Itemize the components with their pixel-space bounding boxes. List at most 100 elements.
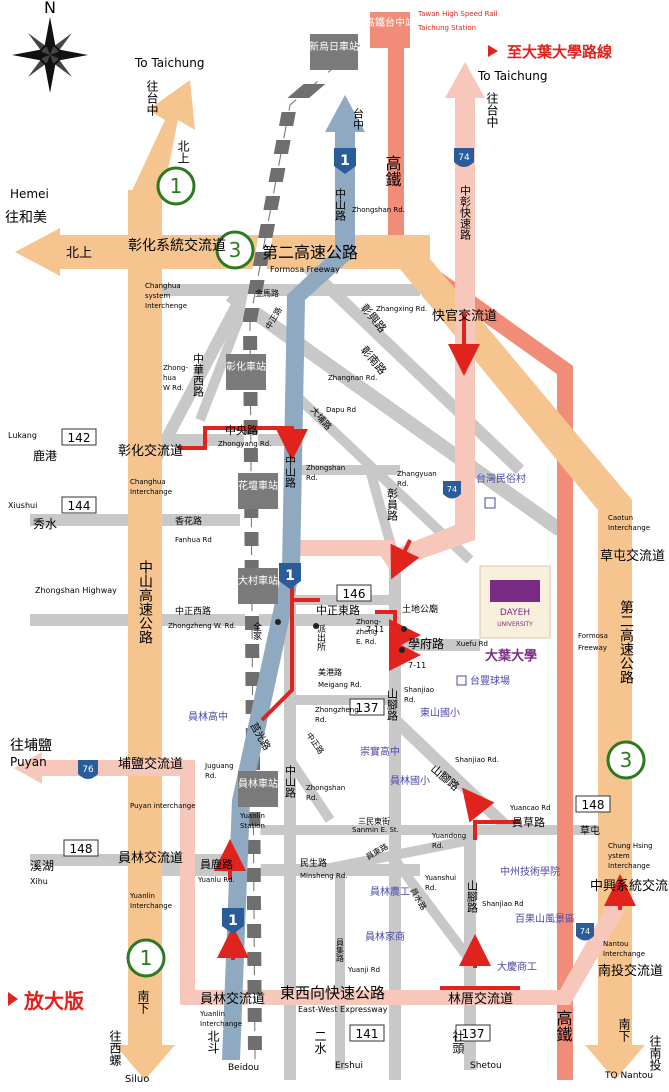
freeway-second: 第二高速公路 <box>262 243 358 262</box>
station-changhua: 彰化車站 <box>226 360 266 373</box>
railway <box>242 39 365 1061</box>
rt141-label: 141 <box>356 1027 379 1041</box>
pink-roads <box>14 62 625 1005</box>
road-zhangyuan-en1: Zhangyuan <box>397 470 437 478</box>
dir-xihu-zh: 溪湖 <box>30 858 54 873</box>
road-zhongzheng-w-en: Zhongzheng W. Rd. <box>168 622 236 630</box>
hw74-shield-top: 74 <box>454 148 474 167</box>
rt1-shield-top: 1 <box>334 148 356 174</box>
svg-text:1: 1 <box>140 946 153 970</box>
poi-dayeh-en1: DAYEH <box>500 608 530 618</box>
poi-dayeh-en2: UNIVERSITY <box>497 621 533 628</box>
poi-dot <box>313 623 319 629</box>
road-sanmin-zh: 三民東街 <box>358 816 390 826</box>
road-shanjiao-s-zh: 山腳路 <box>466 880 479 914</box>
station-boxes <box>226 34 358 807</box>
ic-changhua-sys-en1: Changhua <box>145 282 181 290</box>
ic-yuanlin: 員林交流道 <box>118 850 183 866</box>
formosa-en2: Freeway <box>578 644 607 652</box>
rt148-left-label: 148 <box>70 842 93 856</box>
rt137-bottom-label: 137 <box>462 1027 485 1041</box>
hw1-shield-top: 1 <box>156 166 196 206</box>
freeway-zhongshan <box>128 190 162 1020</box>
ic-zhongxing-en2: ystem <box>608 852 630 860</box>
road-zhongzheng-w-zh: 中正西路 <box>175 605 211 617</box>
ic-yuanlin-south-en1: Yuanlin <box>199 1010 225 1018</box>
road-yuanji-zh: 員集路 <box>336 938 345 962</box>
freeway-north-up: 北上 <box>176 140 190 164</box>
ic-zhongxing: 中興系統交流道 <box>590 878 669 894</box>
dir-shetou-zh: 社頭 <box>451 1029 465 1055</box>
route-link[interactable]: 至大葉大學路線 <box>488 43 612 61</box>
rt1-shield-bottom: 1 <box>222 908 244 934</box>
route-link-label[interactable]: 至大葉大學路線 <box>507 43 612 61</box>
freeways <box>15 80 645 1080</box>
svg-text:3: 3 <box>229 238 242 262</box>
road-juguang-en1: Juguang <box>204 762 234 770</box>
building-icon <box>484 497 496 509</box>
ic-nantou-en1: Nantou <box>603 940 628 948</box>
ic-nantou: 南投交流道 <box>598 963 663 979</box>
compass-north-label: N <box>44 0 56 17</box>
dir-nantou-en: TO Nantou <box>604 1071 653 1081</box>
ic-yuanlin-en2: Interchange <box>130 902 172 910</box>
ic-yuanlin-en1: Yuanlin <box>129 892 155 900</box>
road-shanjiao-en2: Rd. <box>404 696 416 704</box>
hw1-shield-bottom: 1 <box>126 938 166 978</box>
ic-puyan: 埔鹽交流道 <box>118 756 183 772</box>
road-zhangyuan-zh: 彰員路 <box>386 487 399 522</box>
road-zhangyuan-en2: Rd. <box>397 480 409 488</box>
poi-quanjia: 全家 <box>251 621 262 640</box>
road-fanhua-en: Fanhua Rd <box>175 536 212 544</box>
dayeh-building-icon <box>490 580 540 602</box>
road-minsheng-zh: 民生路 <box>300 857 327 869</box>
freeway-arrow-north <box>130 80 195 200</box>
road-yuandong-en2: Rd. <box>432 842 444 850</box>
freeway-second-en: Formosa Freeway <box>270 265 340 274</box>
zoom-link-label[interactable]: 放大版 <box>23 989 84 1013</box>
play-icon <box>8 992 18 1006</box>
ic-shetou: 林厝交流道 <box>448 991 513 1007</box>
zoom-link[interactable]: 放大版 <box>8 989 84 1013</box>
road-zhangxing-en: Zhangxing Rd. <box>376 305 427 313</box>
poi-dot <box>401 626 407 632</box>
road-yuandong <box>319 835 471 875</box>
road-zhongzheng-e-zh: 中正東路 <box>316 604 360 617</box>
road-zhongzheng-s <box>285 757 335 823</box>
road-yuandong-en1: Yuandong <box>431 832 466 840</box>
svg-text:74: 74 <box>458 153 470 163</box>
dir-lukang-en: Lukang <box>8 431 37 440</box>
route-1 <box>222 95 365 1060</box>
road-zhongshan-mid-en2: Rd. <box>306 474 318 482</box>
road-zhongyang-zh: 中央路 <box>225 424 258 437</box>
ic-changhua-sys-en3: Interchenge <box>145 302 187 310</box>
road-yuanji-en: Yuanji Rd <box>347 966 380 974</box>
road-zhangnan <box>225 289 565 536</box>
road-zhongshan-zh: 中山路 <box>334 188 347 222</box>
road-dapu-en: Dapu Rd <box>326 406 356 414</box>
dir-taichung-right-zh: 往台中 <box>485 91 499 128</box>
svg-text:1: 1 <box>285 568 295 584</box>
rail-hsr-top: 高鐵 <box>383 155 402 187</box>
svg-text:1: 1 <box>228 913 238 929</box>
ic-caotun-en1: Caotun <box>608 514 633 522</box>
rt137-label: 137 <box>356 701 379 715</box>
freeway-west-north-up: 北上 <box>66 246 92 261</box>
road-shanjiao-zh: 山腳路 <box>386 688 399 722</box>
rt1-shield-mid: 1 <box>279 563 301 589</box>
route-74-lower <box>290 540 395 556</box>
rail-hsr-bottom: 高鐵 <box>554 1010 573 1042</box>
road-yuancao-zh: 員草路 <box>512 816 545 829</box>
dir-beidou-zh: 北斗 <box>206 1030 220 1054</box>
road-xuefu-en: Xuefu Rd <box>456 640 488 648</box>
road-shanjiao-en1: Shanjiao <box>404 686 434 694</box>
ic-zhongxing-en1: Chung Hsing <box>608 842 653 850</box>
road-zhongzheng-e-en1: Zhong- <box>356 618 381 626</box>
road-zhongzheng-e-en2: zheng <box>356 628 377 636</box>
poi-yuanlin-agri: 員林農工 <box>370 885 410 898</box>
dir-ershui-zh: 二水 <box>313 1030 327 1054</box>
hw3-shield-top: 3 <box>215 230 255 270</box>
poi-yuanlin-ps: 員林國小 <box>390 774 430 787</box>
ic-yuanlin-south-en2: Interchange <box>200 1020 242 1028</box>
station-huatan: 花壇車站 <box>238 479 278 492</box>
